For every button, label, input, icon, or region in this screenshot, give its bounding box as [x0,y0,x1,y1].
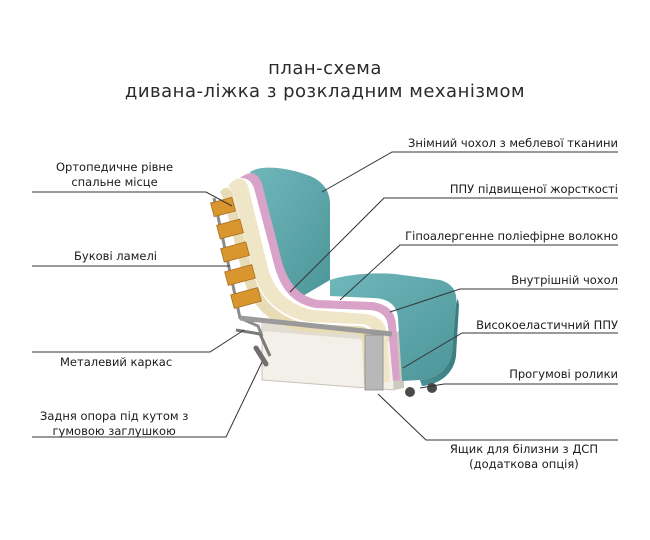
leader-lines [32,151,618,441]
label-foam-hard: ППУ підвищеної жорсткості [449,182,618,196]
foam-layers [220,178,390,384]
label-fiber: Гіпоалергенне поліефірне волокно [405,229,618,243]
label-storage-box-line-2: (додаткова опція) [469,457,579,471]
label-frame: Металевий каркас [60,355,173,369]
beech-slats [210,196,262,309]
label-rollers: Прогумові ролики [509,367,618,381]
label-rear-leg-line-2: гумовою заглушкою [52,424,176,438]
back-cushion [250,167,330,300]
label-rear-leg: Задня опора під кутом з гумовою заглушко… [40,409,188,439]
label-hr-foam: Високоеластичний ППУ [476,318,618,332]
title-line-2: дивана-ліжка з розкладним механізмом [124,81,526,102]
label-mattress-line-1: Ортопедичне рівне [56,160,174,174]
label-storage-box-line-1: Ящик для білизни з ДСП [449,442,598,456]
label-storage-box: Ящик для білизни з ДСП (додаткова опція) [450,442,598,472]
label-inner-cover: Внутрішній чохол [511,273,618,287]
label-cover: Знімний чохол з меблевої тканини [408,136,618,150]
label-slats: Букові ламелі [74,249,157,263]
inner-cover-layer [240,173,400,381]
rubber-rollers [405,383,437,397]
label-rear-leg-line-1: Задня опора під кутом з [40,409,189,423]
label-mattress: Ортопедичне рівне спальне місце [56,160,173,190]
title-line-1: план-схема [268,58,382,79]
rear-leg [253,345,269,367]
label-mattress-line-2: спальне місце [71,175,158,189]
